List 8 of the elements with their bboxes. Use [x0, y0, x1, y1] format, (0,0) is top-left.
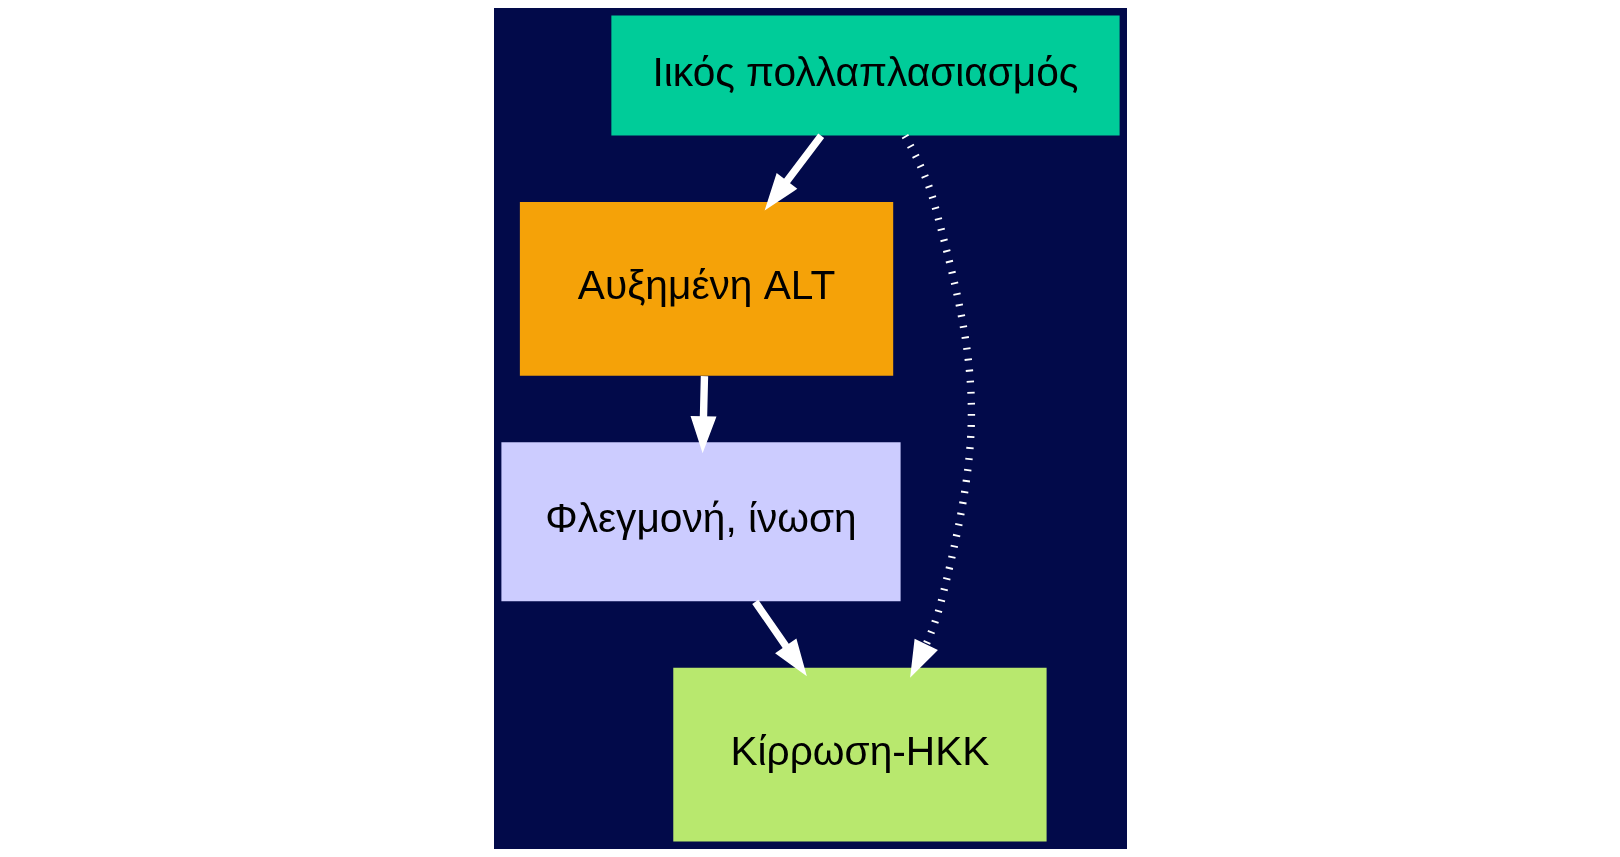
node-box: Αυξημένη ALT: [519, 202, 893, 376]
node-box: Κίρρωση-ΗΚΚ: [672, 667, 1047, 842]
node-box: Ιικός πολλαπλασιασμός: [610, 15, 1120, 136]
arrow: [751, 599, 807, 677]
arrow: [764, 133, 824, 211]
arrow: [901, 134, 975, 678]
arrow: [690, 376, 716, 454]
node-box: Φλεγμονή, ίνωση: [500, 442, 901, 602]
